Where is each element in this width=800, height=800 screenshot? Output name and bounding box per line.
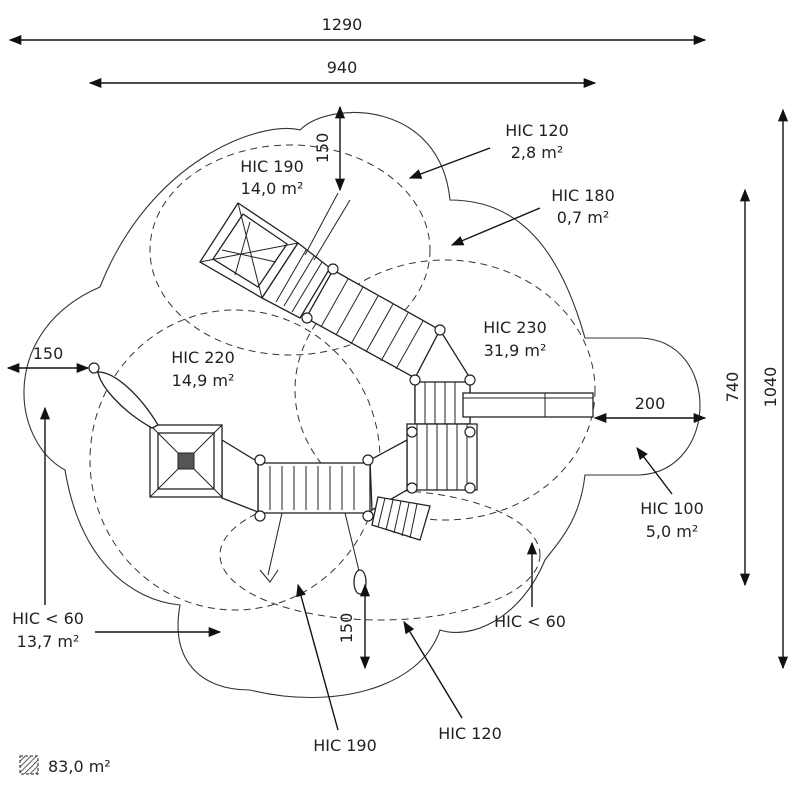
label-hic100-area: 5,0 m² bbox=[646, 522, 699, 541]
label-hic120-top-name: HIC 120 bbox=[505, 121, 569, 140]
bridge-bottom bbox=[257, 462, 371, 514]
label-hic230-name: HIC 230 bbox=[483, 318, 547, 337]
tower-left bbox=[149, 424, 223, 498]
swing-seat bbox=[353, 569, 367, 595]
pointer-hic120-top bbox=[408, 147, 491, 179]
bridge-diagonal bbox=[305, 269, 441, 379]
slide-right bbox=[462, 392, 594, 418]
dim-label-overall-depth: 1040 bbox=[761, 367, 780, 408]
label-hic100-name: HIC 100 bbox=[640, 499, 704, 518]
dim-label-bottom-clearance: 150 bbox=[337, 613, 356, 644]
swing-seat-left bbox=[259, 569, 279, 583]
pointer-hic100 bbox=[636, 446, 673, 495]
label-hic60-left-area: 13,7 m² bbox=[17, 632, 80, 651]
label-hic190-top-area: 14,0 m² bbox=[241, 179, 304, 198]
label-hic60-right-name: HIC < 60 bbox=[494, 612, 566, 631]
label-hic230-area: 31,9 m² bbox=[484, 341, 547, 360]
label-hic120-bottom-name: HIC 120 bbox=[438, 724, 502, 743]
slide-left bbox=[97, 371, 159, 429]
dim-label-right-clearance: 200 bbox=[635, 394, 666, 413]
platform-top bbox=[261, 242, 331, 319]
label-hic190-bottom-name: HIC 190 bbox=[313, 736, 377, 755]
label-hic60-left-name: HIC < 60 bbox=[12, 609, 84, 628]
ladder-pole bbox=[304, 192, 339, 256]
tower-right bbox=[406, 423, 478, 491]
platform-right-lower bbox=[414, 381, 471, 425]
label-hic220-area: 14,9 m² bbox=[172, 371, 235, 390]
label-hic120-top-area: 2,8 m² bbox=[511, 143, 564, 162]
pointer-hic180 bbox=[450, 207, 541, 246]
label-hic220-name: HIC 220 bbox=[171, 348, 235, 367]
dim-label-structure-depth: 740 bbox=[723, 372, 742, 403]
dim-label-top-clearance: 150 bbox=[313, 133, 332, 164]
zone-hic230-boundary bbox=[294, 259, 596, 521]
ladder-pole bbox=[313, 199, 351, 261]
pointer-hic190-bottom bbox=[296, 583, 339, 731]
climbing-steps bbox=[371, 496, 431, 541]
legend: 83,0 m² bbox=[19, 755, 111, 776]
dim-label-left-clearance: 150 bbox=[33, 344, 64, 363]
dim-label-overall-width: 1290 bbox=[322, 15, 363, 34]
zone-hic190-top-boundary bbox=[149, 144, 431, 356]
rope-right bbox=[344, 512, 361, 576]
post-nodes bbox=[88, 263, 476, 522]
tower-top-left bbox=[199, 202, 299, 299]
label-hic190-top-name: HIC 190 bbox=[240, 157, 304, 176]
platform-left bbox=[221, 438, 259, 513]
rope-left bbox=[267, 512, 283, 576]
hatched-square-icon bbox=[19, 755, 39, 775]
legend-total-area: 83,0 m² bbox=[48, 757, 111, 776]
label-hic180-name: HIC 180 bbox=[551, 186, 615, 205]
pointer-hic120-bottom bbox=[403, 620, 463, 719]
platform-right-slats bbox=[424, 382, 456, 424]
safety-zone-outline bbox=[23, 112, 701, 699]
dim-label-structure-width: 940 bbox=[327, 58, 358, 77]
label-hic180-area: 0,7 m² bbox=[557, 208, 610, 227]
angled-platform bbox=[369, 438, 408, 512]
